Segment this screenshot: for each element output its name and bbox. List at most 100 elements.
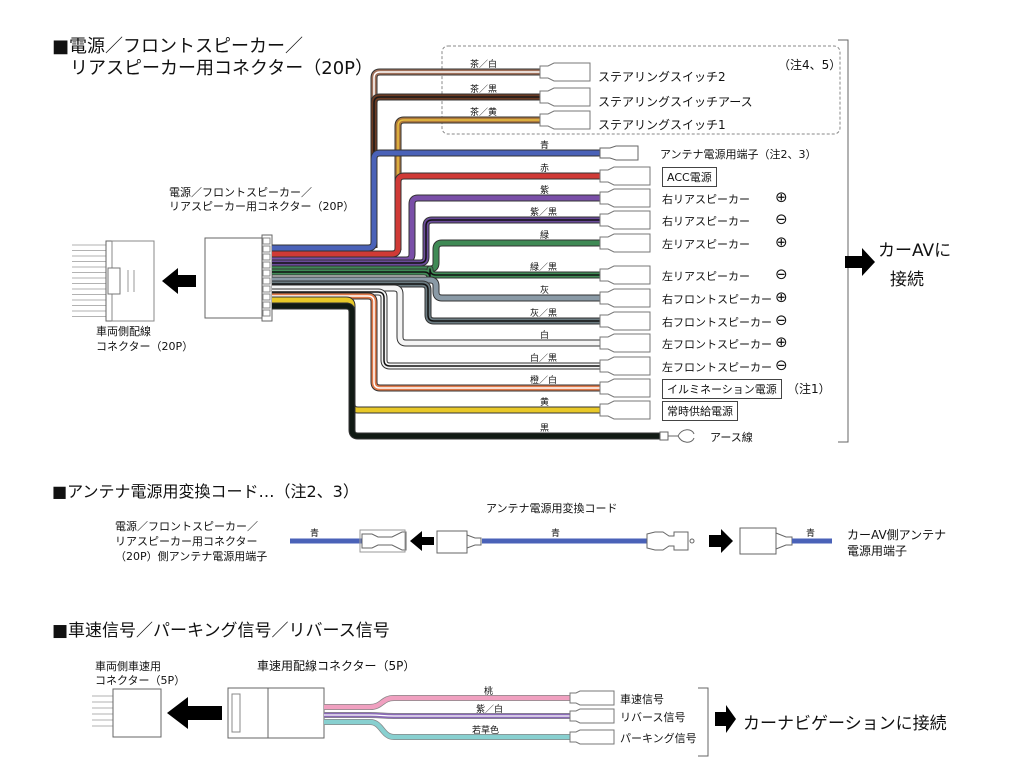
wire-16 bbox=[272, 302, 665, 440]
steering-note: （注4、5） bbox=[778, 58, 842, 72]
arrow-right-icon bbox=[845, 248, 875, 276]
wire-color-label: 茶／白 bbox=[470, 60, 498, 70]
male-terminal bbox=[646, 531, 689, 551]
wire-function-label: ステアリングスイッチ1 bbox=[598, 118, 726, 132]
connect-car-av-line2: 接続 bbox=[890, 270, 924, 290]
vehicle-connector-label-line2: コネクター（20P） bbox=[96, 340, 194, 353]
connect-car-av-line1: カーAVに bbox=[878, 241, 952, 261]
arrow-left-icon bbox=[162, 268, 196, 294]
speed-connector-label: 車速用配線コネクター（5P） bbox=[257, 659, 416, 673]
wire-4 bbox=[272, 149, 600, 252]
wire-function-label: 右リアスピーカー bbox=[662, 215, 750, 228]
terminal-sleeve bbox=[539, 110, 591, 130]
wire-color-label: 若草色 bbox=[472, 726, 500, 736]
wire-function-label: 右リアスピーカー bbox=[662, 193, 750, 206]
connect-navigation-label: カーナビゲーションに接続 bbox=[743, 714, 947, 734]
antenna-left-label-line1: 電源／フロントスピーカー／ bbox=[115, 520, 258, 533]
wire-color-label: 青 bbox=[540, 141, 550, 151]
wire-color-label: 紫／白 bbox=[476, 705, 504, 715]
wire-color-label: 茶／黒 bbox=[470, 85, 498, 95]
antenna-right-label-line2: 電源用端子 bbox=[847, 544, 908, 558]
minus-circle-icon: ⊖ bbox=[775, 265, 788, 283]
plus-circle-icon: ⊕ bbox=[775, 233, 788, 251]
plus-circle-icon: ⊕ bbox=[775, 188, 788, 206]
terminal-sleeve bbox=[599, 265, 651, 285]
wire-14 bbox=[272, 292, 600, 392]
wire-color-label: 茶／黄 bbox=[470, 108, 498, 118]
wire-5 bbox=[272, 172, 600, 258]
terminal-sleeve bbox=[599, 188, 651, 208]
terminal-sleeve bbox=[599, 166, 651, 186]
terminal-sleeve bbox=[539, 62, 591, 82]
terminal-sleeve bbox=[599, 288, 651, 308]
wire-function-label: 左リアスピーカー bbox=[662, 270, 750, 283]
wire-note: （注1） bbox=[787, 382, 831, 396]
wire-color-label: 紫／黒 bbox=[530, 208, 558, 218]
steering-switch-group-box bbox=[441, 45, 841, 135]
wire-color-label: 青 bbox=[310, 529, 320, 539]
terminal-sleeve bbox=[599, 333, 651, 353]
wire-10 bbox=[272, 276, 600, 302]
speed-wiring-connector-5p bbox=[227, 687, 325, 739]
wire-3 bbox=[394, 116, 540, 250]
arrow-right-icon bbox=[715, 705, 736, 733]
wire-color-label: 紫 bbox=[540, 186, 550, 196]
pin-slot bbox=[262, 261, 271, 269]
pin-slot bbox=[262, 245, 271, 253]
pin-slot bbox=[262, 253, 271, 261]
pin-slot bbox=[262, 293, 271, 301]
wire-color-label: 青 bbox=[806, 529, 816, 539]
antenna-right-label-line1: カーAV側アンテナ bbox=[847, 528, 947, 542]
wire-color-label: 青 bbox=[551, 529, 561, 539]
bracket bbox=[698, 687, 709, 757]
wire-2 bbox=[370, 93, 540, 248]
signal-function-label: パーキング信号 bbox=[620, 732, 697, 745]
wire-color-label: 白／黒 bbox=[530, 354, 558, 364]
pin-slot bbox=[262, 309, 271, 317]
wire-function-label: イルミネーション電源 bbox=[662, 379, 782, 399]
connector-label-line2: リアスピーカー用コネクター（20P） bbox=[169, 200, 355, 213]
plus-circle-icon: ⊕ bbox=[775, 333, 788, 351]
wire-function-label: ACC電源 bbox=[662, 167, 717, 187]
wire-7 bbox=[272, 216, 600, 267]
antenna-terminal bbox=[599, 145, 639, 161]
wire-1 bbox=[370, 68, 540, 248]
pin-slot bbox=[262, 277, 271, 285]
receptacle-terminal bbox=[739, 527, 777, 555]
wire-function-label: ステアリングスイッチアース bbox=[598, 95, 753, 109]
terminal-sleeve bbox=[539, 87, 591, 107]
minus-circle-icon: ⊖ bbox=[775, 356, 788, 374]
arrow-left-icon bbox=[167, 697, 222, 729]
main-connector-20p bbox=[204, 234, 273, 322]
arrow-left-icon bbox=[410, 531, 434, 551]
wire-color-label: 赤 bbox=[540, 164, 550, 174]
antenna-left-label-line2: リアスピーカー用コネクター bbox=[115, 535, 258, 548]
wire-color-label: 緑 bbox=[540, 231, 550, 241]
vehicle-side-connector-20p bbox=[72, 240, 155, 322]
wire-function-label: 左フロントスピーカー bbox=[662, 338, 772, 351]
wire-function-label: 常時供給電源 bbox=[662, 401, 738, 421]
bracket bbox=[838, 39, 849, 443]
wire-function-label: 左リアスピーカー bbox=[662, 238, 750, 251]
wire-function-label: 左フロントスピーカー bbox=[662, 361, 772, 374]
wire-13 bbox=[272, 288, 600, 370]
antenna-cord-label: アンテナ電源用変換コード bbox=[486, 502, 618, 515]
antenna-conversion-cord bbox=[290, 527, 832, 555]
section1-title-line1: ■電源／フロントスピーカー／ bbox=[52, 36, 304, 57]
wire-color-label: 白 bbox=[540, 331, 550, 341]
terminal-sleeve bbox=[599, 311, 651, 331]
wire-function-label: アンテナ電源用端子（注2、3） bbox=[660, 148, 817, 161]
wire-11 bbox=[272, 280, 600, 325]
terminal-sleeve bbox=[599, 400, 651, 420]
minus-circle-icon: ⊖ bbox=[775, 311, 788, 329]
ring-terminal bbox=[659, 431, 669, 441]
terminal-sleeve bbox=[599, 210, 651, 230]
vehicle-speed-label-line2: コネクター（5P） bbox=[95, 674, 186, 687]
terminal-sleeve bbox=[599, 356, 651, 376]
wire-12 bbox=[272, 284, 600, 347]
terminal-sleeve bbox=[569, 690, 615, 706]
section3-title: ■車速信号／パーキング信号／リバース信号 bbox=[52, 621, 390, 641]
plus-circle-icon: ⊕ bbox=[775, 288, 788, 306]
wire-color-label: 橙／白 bbox=[530, 376, 558, 386]
